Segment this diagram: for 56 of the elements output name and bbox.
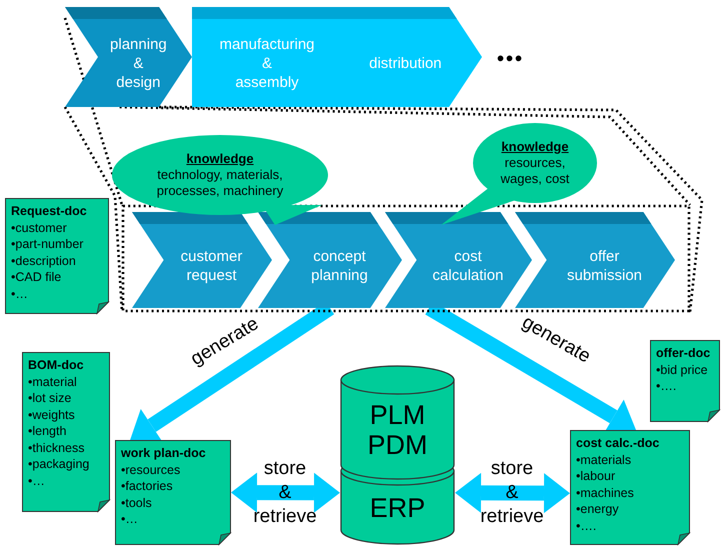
doc-title: cost calc.-doc: [576, 435, 660, 452]
list-item: •resources: [121, 462, 182, 478]
bubble-text: resources, wages, cost: [500, 155, 570, 187]
list-item: •material: [28, 374, 78, 390]
zoom-line: [120, 106, 691, 206]
list-item: •machines: [576, 484, 635, 501]
list-item: •tools: [121, 494, 153, 511]
list-item: •part-number: [11, 236, 84, 252]
step-label: planning & design: [109, 34, 168, 92]
step-label: concept planning: [310, 247, 369, 286]
list-item: •labour: [576, 468, 616, 484]
step-label: cost calculation: [432, 247, 504, 286]
zoom-line: [158, 106, 704, 312]
list-item: •length: [28, 423, 68, 440]
doc-title: BOM-doc: [28, 357, 85, 374]
list-item: •CAD file: [11, 269, 62, 286]
list-item: •….: [656, 378, 678, 394]
database-label: PLM PDM: [366, 399, 428, 462]
process-step: [132, 212, 272, 308]
list-item: •….: [576, 518, 598, 534]
list-item: •bid price: [656, 362, 709, 378]
process-step: [342, 7, 482, 107]
list-item: •…: [121, 511, 139, 528]
list-item: •factories: [121, 478, 174, 494]
list-item: •thickness: [28, 440, 86, 456]
list-item: •description: [11, 252, 77, 269]
process-step: [258, 212, 402, 308]
ellipsis-mark: •••: [497, 48, 524, 71]
bubble-heading: knowledge: [501, 139, 569, 155]
list-item: •energy: [576, 501, 620, 518]
list-item: •lot size: [28, 390, 72, 406]
list-item: •materials: [576, 452, 632, 468]
doc-title: offer-doc: [656, 345, 712, 362]
process-step: [515, 212, 675, 308]
list-item: •customer: [11, 220, 68, 236]
process-step: [65, 7, 192, 107]
double-arrow: [455, 472, 570, 514]
list-item: •…: [11, 286, 29, 302]
step-label: offer submission: [566, 247, 644, 286]
step-label: customer request: [180, 247, 244, 286]
database-label: ERP: [368, 492, 426, 525]
bubble-heading: knowledge: [186, 151, 254, 167]
double-arrow: [231, 472, 340, 513]
doc-title: Request-doc: [11, 203, 88, 220]
step-label: manufacturing & assembly: [218, 34, 316, 92]
edge-label: store & retrieve: [252, 457, 318, 529]
zoom-line: [64, 18, 124, 206]
edge-label: store & retrieve: [479, 457, 545, 529]
bubble-text: technology, materials, processes, machinery: [156, 167, 284, 199]
list-item: •packaging: [28, 456, 90, 472]
process-step: [385, 212, 532, 308]
list-item: •weights: [28, 406, 76, 423]
process-step: [192, 7, 342, 107]
step-label: distribution: [368, 54, 443, 74]
list-item: •…: [28, 472, 46, 489]
doc-title: work plan-doc: [121, 445, 207, 462]
